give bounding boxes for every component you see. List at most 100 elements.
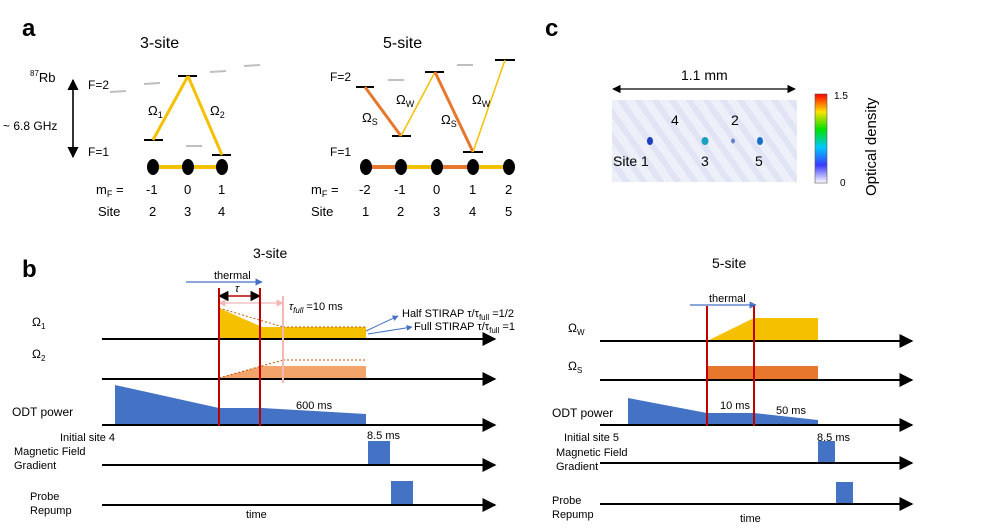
omega-s-pulse (707, 366, 818, 380)
right-site-label: Site (311, 204, 333, 219)
panel-c-label: c (545, 15, 558, 42)
colorbar-min: 0 (840, 178, 846, 189)
left-site-dot (216, 159, 228, 175)
half-stirap-label: Half STIRAP τ/τfull =1/2 (402, 308, 514, 322)
right-mf-value: 2 (505, 182, 512, 197)
right-site-dot (395, 159, 407, 175)
omega-w-label: ΩW (472, 92, 491, 109)
magnetic-right-label: Magnetic Field (556, 447, 628, 459)
omega2-plateau (262, 366, 366, 378)
right-mf-value: 1 (469, 182, 476, 197)
odt-power-right-label: ODT power (552, 406, 613, 420)
omega2-label: Ω2 (210, 103, 225, 120)
right-site-number: 1 (362, 204, 369, 219)
colorbar-max: 1.5 (834, 91, 848, 102)
omega-s-transition (363, 86, 403, 137)
repump-right-label: Repump (552, 509, 594, 521)
colorbar (814, 93, 828, 184)
left-mf-value: -1 (146, 182, 158, 197)
initial-site-left: Initial site 4 (60, 432, 115, 444)
omega-s-label: ΩS (362, 110, 378, 127)
omega-w-label: ΩW (396, 92, 415, 109)
tau-label: τ (235, 283, 240, 295)
panel-b-label: b (22, 256, 37, 283)
right-site-number: 2 (397, 204, 404, 219)
ms85-left-label: 8.5 ms (367, 430, 401, 442)
magnetic-pulse-right (818, 441, 835, 463)
isotope-label: 87Rb (30, 69, 56, 85)
odt-power-right-profile (628, 398, 818, 425)
right-site-dot (360, 159, 372, 175)
omega-w-transition (400, 71, 436, 137)
full-stirap-pointer (367, 324, 413, 335)
site-label: Site 1 (613, 153, 649, 169)
right-mf-value: -1 (394, 182, 406, 197)
f2-dash (243, 64, 261, 67)
odt-10-label: 10 ms (720, 400, 750, 412)
odt-power-profile (115, 385, 366, 425)
thermal-right-label: thermal (709, 293, 746, 305)
full-stirap-label: Full STIRAP τ/τfull =1 (414, 321, 515, 335)
omega1-label: Ω1 (148, 103, 163, 120)
f2-dash (109, 90, 127, 93)
left-mf-label: mF = (96, 182, 124, 199)
left-site-label: Site (98, 204, 120, 219)
right-site-dot (431, 159, 443, 175)
left-site-number: 4 (218, 204, 225, 219)
omega-w-pulse (707, 318, 818, 341)
initial-site-right: Initial site 5 (564, 432, 619, 444)
left-site-number: 3 (184, 204, 191, 219)
right-mf-value: -2 (359, 182, 371, 197)
left-mf-value: 1 (218, 182, 225, 197)
site-number-top: 4 (671, 112, 679, 128)
site-number-bottom: 3 (701, 153, 709, 169)
panel-b-right: 5-site thermal ΩW ΩS ODT power 10 ms 50 … (552, 255, 914, 525)
tau-full-label: τfull =10 ms (289, 301, 343, 315)
panel-b-left: b 3-site thermal τ τfull =10 ms Ω1 Half … (12, 245, 515, 521)
odt-50-label: 50 ms (776, 405, 806, 417)
omega-s-label: ΩS (441, 112, 457, 129)
left-site-number: 2 (149, 204, 156, 219)
right-site-number: 4 (469, 204, 476, 219)
left-mf-value: 0 (184, 182, 191, 197)
atom-site-2 (731, 138, 735, 144)
ghz-label: ~ 6.8 GHz (3, 119, 57, 133)
omega1-row-label: Ω1 (32, 315, 46, 331)
thermal-label: thermal (214, 270, 251, 282)
f2-dash (209, 70, 227, 73)
repump-label: Repump (30, 505, 72, 517)
omega2-full-stirap-ramp (218, 359, 284, 379)
atom-site-3 (701, 137, 709, 145)
odt-power-label: ODT power (12, 405, 73, 419)
f2-dash (143, 82, 161, 85)
panel-a-left-title: 3-site (140, 35, 179, 52)
panel-c: c 1.1 mm 4 2 Site 1 3 5 1.5 0 Optical de… (545, 15, 880, 196)
right-mf-label: mF = (311, 182, 339, 199)
omega-w-transition (472, 59, 506, 153)
colorbar-title: Optical density (863, 97, 880, 196)
panel-a-right-title: 5-site (383, 35, 422, 52)
gradient-label: Gradient (14, 460, 56, 472)
probe-right-label: Probe (552, 495, 581, 507)
site-number-bottom: 5 (755, 153, 763, 169)
panel-a: a 3-site 5-site 87Rb F=2 F=1 ~ 6.8 GHz Ω… (3, 15, 515, 219)
odt-600-label: 600 ms (296, 400, 333, 412)
left-site-dot (147, 159, 159, 175)
right-levels: F=2 F=1 ΩS ΩW ΩS ΩW mF = (311, 59, 515, 219)
probe-label: Probe (30, 491, 59, 503)
probe-pulse-right (836, 482, 853, 504)
f1-right-label: F=1 (330, 145, 351, 159)
omega1-plateau (262, 327, 366, 339)
panel-b-right-title: 5-site (712, 255, 746, 271)
atom-site-5 (757, 137, 763, 145)
right-mf-value: 0 (433, 182, 440, 197)
right-site-number: 5 (505, 204, 512, 219)
omega2-transition (186, 75, 224, 156)
time-left-label: time (246, 509, 267, 521)
omega-s-row-label: ΩS (568, 359, 582, 375)
omega2-row-label: Ω2 (32, 347, 46, 363)
left-levels: Ω1 Ω2 mF = -1 0 1 Site 2 3 4 (96, 64, 261, 219)
site-number-top: 2 (731, 112, 739, 128)
panel-a-label: a (22, 15, 36, 42)
right-site-number: 3 (433, 204, 440, 219)
